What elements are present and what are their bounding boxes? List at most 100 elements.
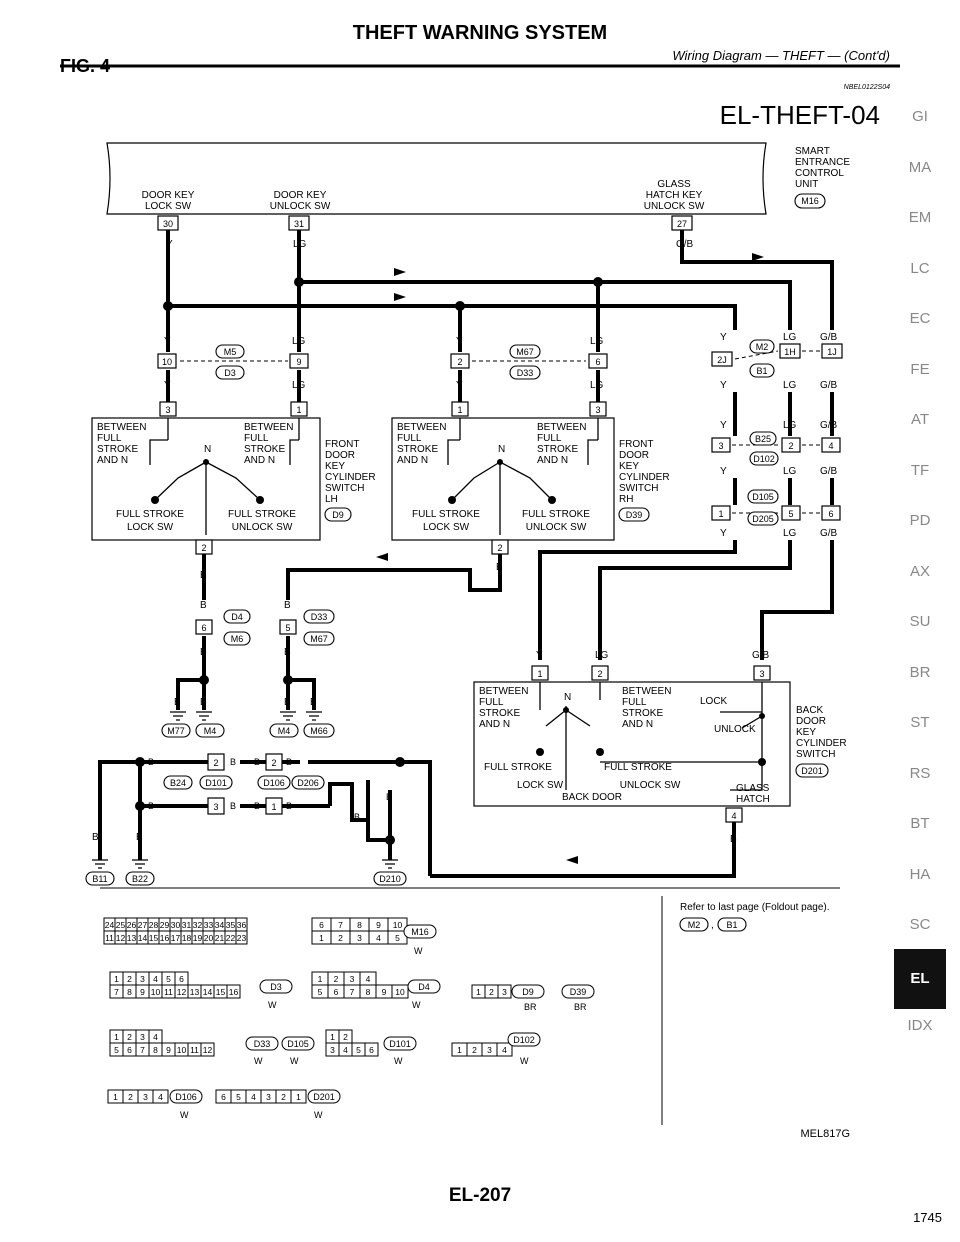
- lh-fs-unlock-1: FULL STROKE: [228, 509, 296, 520]
- d106-pin: 4: [158, 1092, 163, 1102]
- d3-color: W: [268, 1000, 277, 1010]
- d102-color: W: [520, 1056, 529, 1066]
- d39-name-outline: [561, 984, 595, 999]
- svg-text:G/B: G/B: [820, 332, 838, 343]
- section-tab-bt[interactable]: BT: [910, 815, 930, 832]
- m16-top-pin: 30: [171, 920, 181, 930]
- glass-hatch-label-1: GLASS: [657, 179, 691, 190]
- pin-27-label: 27: [677, 219, 687, 229]
- d3-name: D3: [270, 982, 282, 992]
- lh-label-5: SWITCH: [325, 483, 364, 494]
- svg-text:GLASS: GLASS: [736, 783, 770, 794]
- d106-name-outline: [169, 1089, 203, 1104]
- svg-text:D101: D101: [205, 778, 227, 788]
- svg-text:B: B: [148, 757, 154, 767]
- svg-text:D102: D102: [753, 454, 775, 464]
- d3-bot-pin: 11: [164, 987, 173, 997]
- section-tab-st[interactable]: ST: [910, 714, 930, 731]
- section-tab-pd[interactable]: PD: [909, 512, 931, 529]
- svg-text:B: B: [310, 697, 317, 708]
- d106-name: D106: [175, 1092, 197, 1102]
- section-tab-ax[interactable]: AX: [909, 562, 930, 580]
- section-tab-br[interactable]: BR: [909, 663, 931, 681]
- svg-text:LOCK: LOCK: [700, 696, 728, 707]
- refer-connector-b1: [717, 917, 747, 932]
- d105-name: D105: [287, 1039, 309, 1049]
- m16-top-pin: 32: [193, 920, 203, 930]
- section-tab-ha[interactable]: HA: [909, 865, 931, 883]
- svg-text:LG: LG: [783, 380, 797, 391]
- svg-text:6: 6: [828, 509, 833, 519]
- rh-ground-wire: [286, 554, 502, 600]
- section-tab-rs[interactable]: RS: [909, 764, 931, 782]
- section-tab-el[interactable]: EL: [894, 948, 946, 1009]
- section-tab-at[interactable]: AT: [910, 411, 930, 428]
- section-tab-ma[interactable]: MA: [908, 158, 932, 176]
- svg-text:M6: M6: [231, 634, 244, 644]
- svg-text:B: B: [230, 801, 236, 811]
- section-tab-em[interactable]: EM: [908, 209, 932, 226]
- svg-text:B11: B11: [92, 874, 107, 884]
- section-tab-ec[interactable]: EC: [909, 310, 931, 327]
- d9-pin: 2: [489, 987, 494, 997]
- d9-pin: 3: [502, 987, 507, 997]
- section-tab-lc[interactable]: LC: [910, 259, 930, 277]
- svg-text:2: 2: [597, 669, 602, 679]
- d3-bot-pin: 13: [190, 987, 200, 997]
- refer-connector-b1-label: B1: [726, 920, 737, 930]
- m16-top-pin: 27: [138, 920, 148, 930]
- door-key-unlock-sw-label: DOOR KEY: [274, 190, 327, 201]
- svg-text:2: 2: [271, 758, 276, 768]
- d105-color: W: [290, 1056, 299, 1066]
- rh-pin-2-label: 2: [457, 357, 462, 367]
- svg-text:KEY: KEY: [796, 727, 816, 738]
- svg-text:LG: LG: [595, 650, 609, 661]
- m16-top-pin: 35: [226, 920, 236, 930]
- d33-name: D33: [254, 1039, 271, 1049]
- d102-pin: 4: [502, 1045, 507, 1055]
- svg-text:D4: D4: [231, 612, 243, 622]
- svg-text:5: 5: [788, 509, 793, 519]
- m16-right-bot-pin: 4: [376, 933, 381, 943]
- svg-text:B: B: [286, 801, 292, 811]
- svg-text:LG: LG: [783, 332, 797, 343]
- section-tab-idx[interactable]: IDX: [907, 1017, 933, 1034]
- connector-m5-label: M5: [224, 347, 237, 357]
- d101-bot-pin: 5: [356, 1045, 361, 1055]
- m16-right-bot-pin: 2: [338, 933, 343, 943]
- svg-text:4: 4: [731, 811, 736, 821]
- d105-name-outline: [281, 1036, 315, 1051]
- d4-bot-pin: 6: [334, 987, 339, 997]
- rh-between-l1: BETWEEN: [397, 422, 446, 433]
- lh-pin-9-label: 9: [296, 357, 301, 367]
- svg-text:B: B: [200, 600, 207, 611]
- lh-pin-9: [289, 353, 309, 369]
- connector-d39: [618, 507, 650, 522]
- svg-text:D210: D210: [379, 874, 401, 884]
- d4-name-outline: [407, 979, 441, 994]
- section-tab-sc[interactable]: SC: [909, 916, 931, 933]
- connector-m16: [794, 193, 826, 209]
- scu-label-4: UNIT: [795, 179, 818, 190]
- svg-text:Y: Y: [720, 380, 727, 391]
- d201-name: D201: [313, 1092, 335, 1102]
- svg-text:D206: D206: [297, 778, 319, 788]
- svg-text:M67: M67: [310, 634, 328, 644]
- svg-text:CYLINDER: CYLINDER: [796, 738, 847, 749]
- connector-m67: [509, 344, 541, 359]
- section-tab-gi[interactable]: GI: [912, 108, 928, 125]
- connector-m5: [215, 344, 245, 359]
- rh-label-3: KEY: [619, 461, 639, 472]
- rh-pin-1: [451, 401, 469, 417]
- front-door-key-cylinder-switch-rh: [391, 417, 615, 541]
- section-tab-su[interactable]: SU: [909, 613, 931, 630]
- svg-text:B: B: [200, 697, 207, 708]
- svg-text:BACK DOOR: BACK DOOR: [562, 792, 622, 803]
- d101-bot-cell: [364, 1042, 379, 1057]
- section-tab-tf[interactable]: TF: [910, 461, 930, 479]
- section-tab-fe[interactable]: FE: [910, 360, 930, 378]
- d101-bot-pin: 3: [330, 1045, 335, 1055]
- rh-label-4: CYLINDER: [619, 472, 670, 483]
